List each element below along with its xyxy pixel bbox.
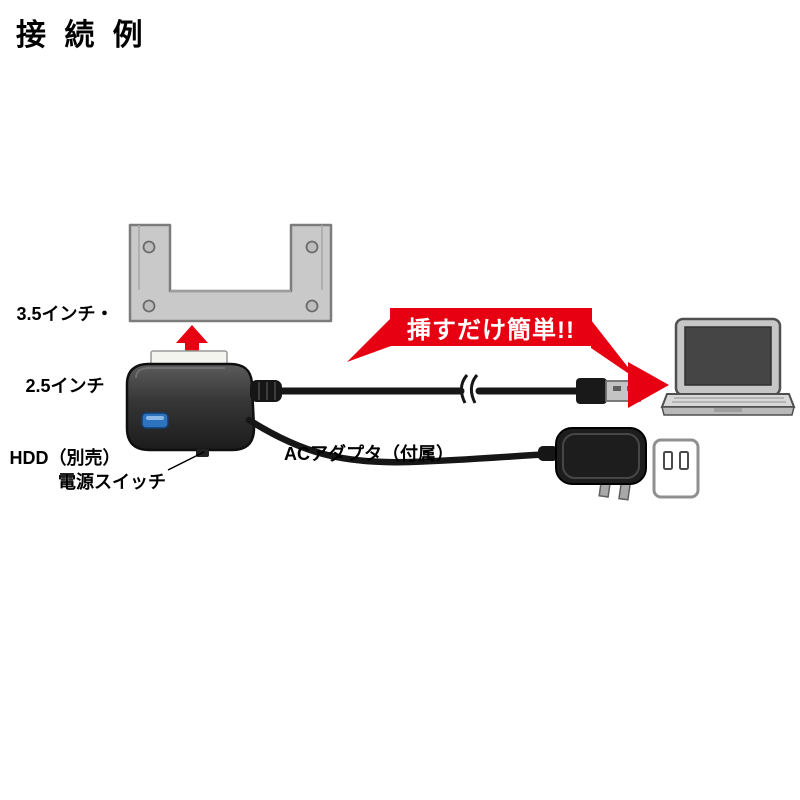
callout-text: 挿すだけ簡単!! [407, 316, 575, 344]
screw-hole-icon [305, 299, 319, 313]
page-title: 接 続 例 [16, 19, 148, 52]
hdd-label-line3: HDD（別売） [9, 448, 121, 468]
power-led [141, 412, 169, 429]
up-arrow-icon [176, 325, 208, 354]
hdd-label: 3.5インチ・ 2.5インチ HDD（別売） [4, 254, 126, 518]
callout-arrow-left [347, 318, 391, 362]
ac-adapter-label: ACアダプタ（付属） [284, 444, 454, 464]
usb-cable [250, 374, 582, 404]
screw-hole-icon [305, 240, 319, 254]
power-switch-pointer-line [167, 451, 205, 471]
laptop-illustration [660, 317, 796, 416]
hdd-label-line2: 2.5インチ [25, 376, 105, 396]
power-switch-label: 電源スイッチ [58, 472, 166, 492]
wall-outlet-illustration [652, 438, 700, 499]
cable-break-icon [459, 374, 479, 404]
callout-arrow-right [591, 320, 638, 380]
callout-banner: 挿すだけ簡単!! [390, 308, 592, 346]
callout-arrowhead-icon [628, 362, 669, 408]
adapter-device-illustration [125, 362, 256, 457]
callout-banner-shape [347, 308, 669, 408]
hdd-label-line1: 3.5インチ・ [16, 304, 114, 324]
screw-hole-icon [142, 240, 156, 254]
ac-adapter-illustration [555, 427, 647, 501]
ac-cable [245, 416, 558, 466]
hdd-illustration [128, 223, 333, 323]
outlet-slot-icon [679, 451, 689, 470]
outlet-slot-icon [663, 451, 673, 470]
screw-hole-icon [142, 299, 156, 313]
